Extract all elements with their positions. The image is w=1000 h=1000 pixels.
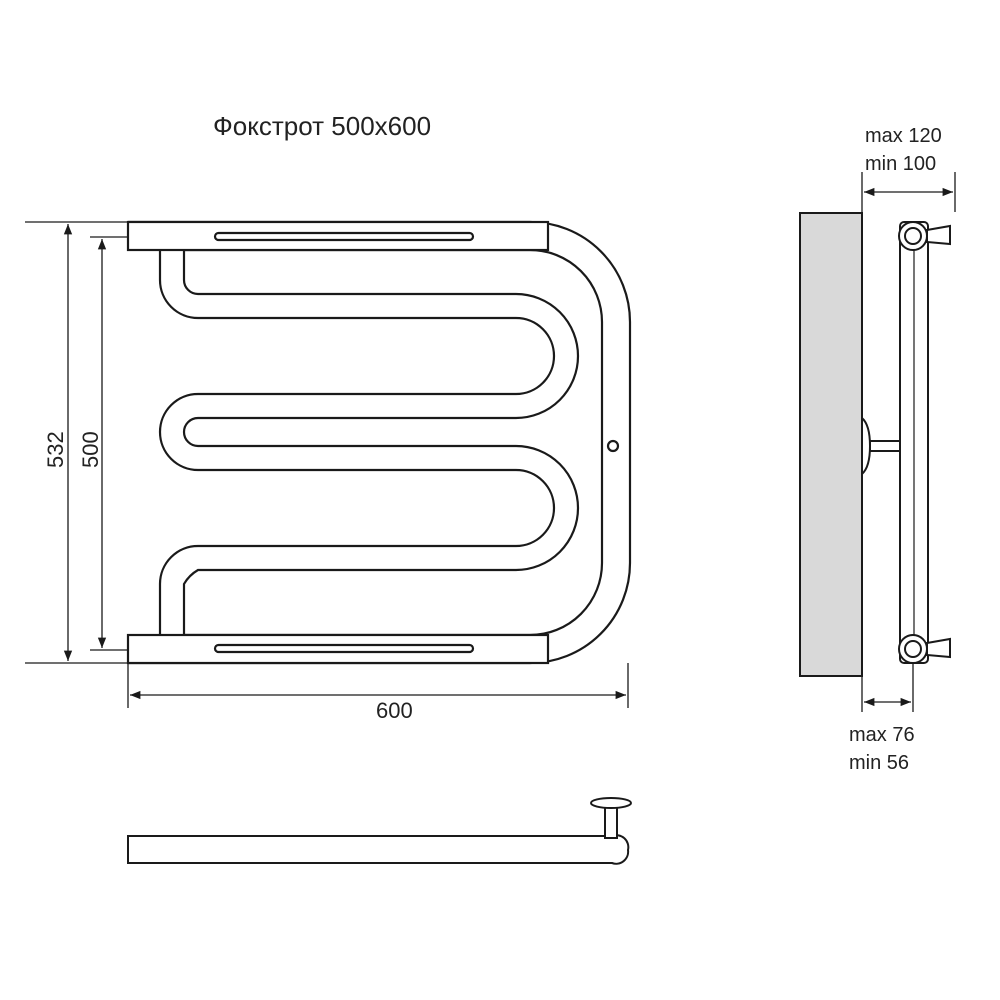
dimension-width-label: 600 (376, 698, 413, 723)
bottom-rail-slot (213, 643, 475, 654)
side-view (799, 212, 951, 677)
bottom-gap-min-label: min 56 (849, 752, 909, 774)
top-rail-slot (213, 231, 475, 242)
serpentine-tube-outer (158, 250, 556, 635)
wall-bracket (861, 415, 872, 477)
drain-plug-icon (606, 439, 620, 453)
bottom-gap-max-label: max 76 (849, 724, 915, 746)
dimension-total-height (25, 221, 128, 664)
dimension-center-distance-label: 500 (78, 431, 103, 468)
top-nut-icon (926, 224, 951, 246)
bracket-rod (869, 440, 901, 452)
top-gap-max-label: max 120 (865, 125, 942, 147)
drawing-title: Фокстрот 500x600 (213, 111, 431, 141)
top-view-post (604, 805, 618, 839)
top-rail (126, 220, 550, 252)
top-view (127, 797, 632, 865)
serpentine-tube-inner (182, 250, 580, 635)
outer-frame-inner-edge (184, 248, 604, 637)
top-view-flange (590, 797, 632, 809)
dimension-width (127, 663, 629, 708)
top-view-tube (127, 834, 630, 865)
dimension-top-gap (861, 172, 956, 212)
outer-frame-outer-edge (128, 220, 632, 665)
dimension-bottom-gap (861, 663, 914, 712)
bottom-nut-icon (926, 637, 951, 659)
wall (799, 212, 863, 677)
dimension-center-distance (90, 236, 128, 651)
front-view (126, 220, 632, 665)
top-gap-min-label: min 100 (865, 153, 936, 175)
dimension-total-height-label: 532 (43, 431, 68, 468)
bottom-rail (126, 633, 550, 665)
